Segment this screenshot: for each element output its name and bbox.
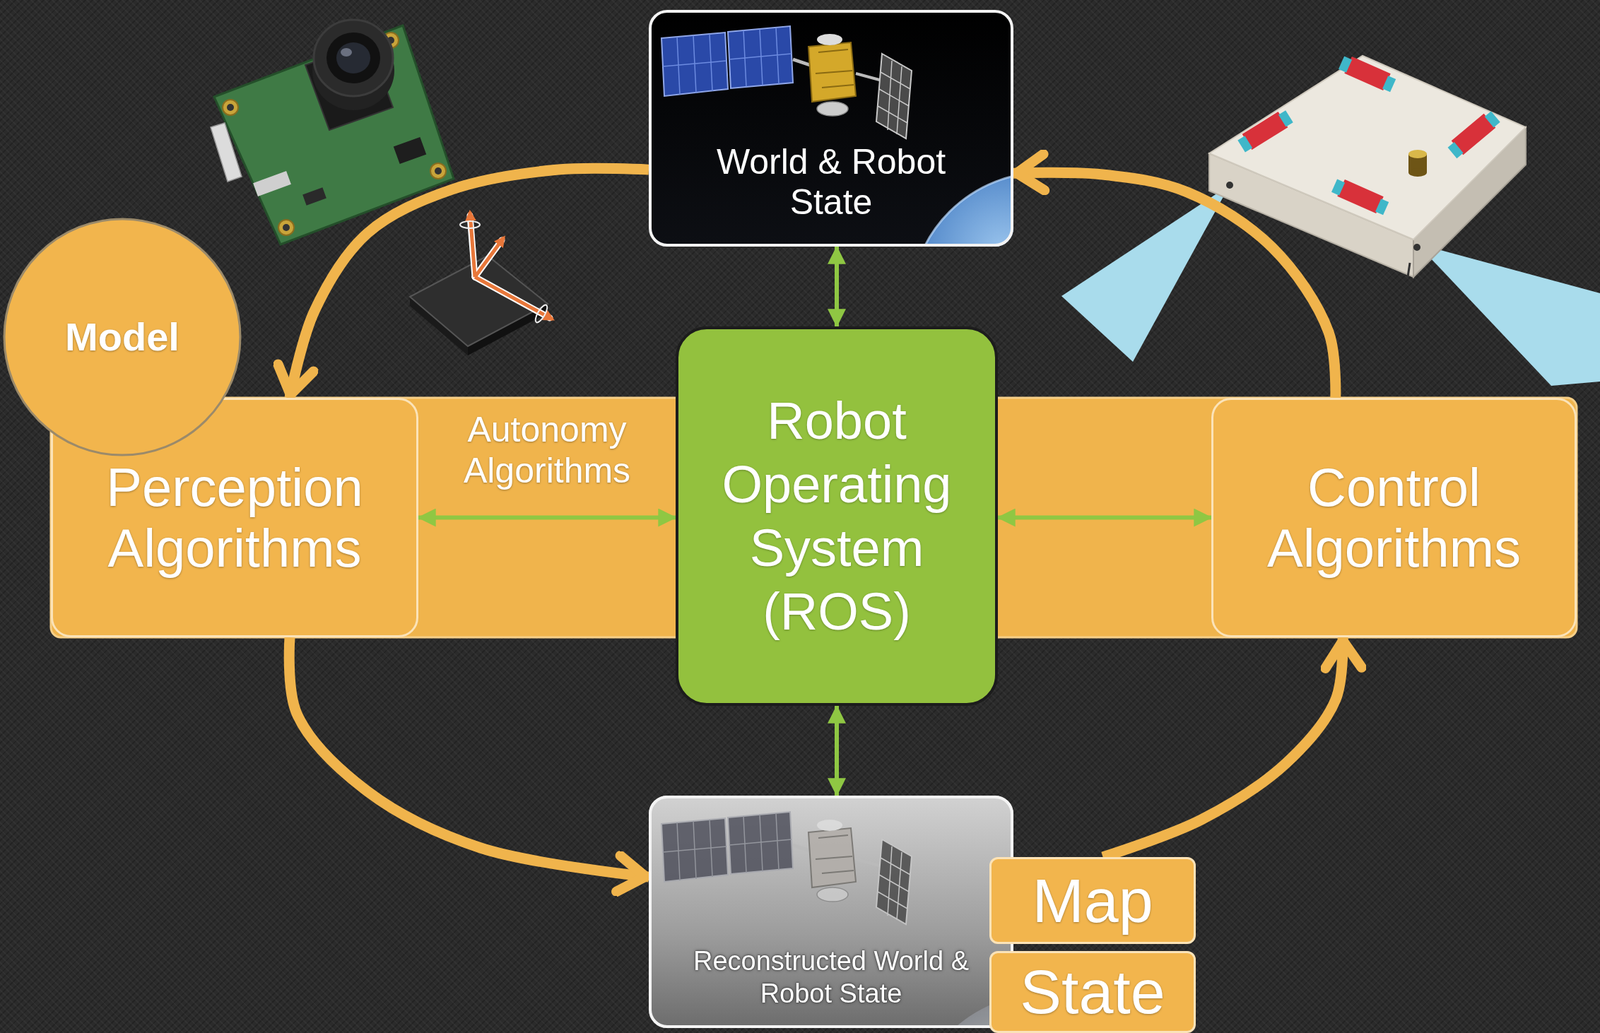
thruster-platform [1331, 179, 1345, 196]
imu-chip [474, 277, 553, 320]
flow-arrow [1103, 637, 1344, 858]
thruster-platform [1330, 176, 1391, 217]
camera-board [340, 48, 352, 57]
thruster-platform [1226, 181, 1234, 189]
imu-chip [469, 215, 550, 319]
camera-board [430, 163, 446, 179]
node-label: Model [2, 314, 243, 360]
thruster-platform [1407, 262, 1410, 278]
imu-chip [533, 303, 550, 324]
node-label: Reconstructed World & Robot State [689, 944, 973, 1010]
thruster-platform [1278, 110, 1294, 127]
thruster-platform [1209, 55, 1526, 240]
ros-link-arrow [997, 515, 1212, 521]
flow-arrow [289, 168, 649, 398]
world-state-picture [648, 9, 1014, 247]
thruster-platform [1237, 135, 1253, 152]
thruster-platform [1338, 56, 1352, 73]
middleware-box: Robot Operating System (ROS) [675, 326, 998, 707]
camera-board [226, 103, 234, 111]
imu-chip [460, 221, 480, 229]
thruster-platform [1382, 75, 1396, 92]
thruster-platform [1408, 149, 1427, 159]
thruster-platform [1337, 53, 1398, 94]
thruster-platform [1209, 53, 1526, 278]
thruster-platform [1408, 168, 1427, 177]
ros-link-arrow [834, 246, 839, 327]
imu-chip [474, 237, 504, 278]
imu-chip [469, 212, 553, 320]
camera-board [434, 167, 442, 175]
camera-board [282, 224, 290, 232]
node-label: Control Algorithms [1227, 457, 1561, 579]
camera-board [210, 19, 454, 245]
model-circle: Model [2, 216, 243, 458]
camera-board [210, 122, 242, 182]
camera-board [313, 19, 393, 97]
camera-board [326, 32, 381, 84]
camera-board [336, 42, 371, 74]
node-label: Map [998, 867, 1187, 935]
camera-board [214, 25, 454, 245]
world-state-picture [661, 26, 912, 139]
tag-box: State [989, 951, 1196, 1033]
thruster-platform [1484, 110, 1501, 128]
algorithm-box: Control Algorithms [1211, 397, 1577, 638]
thruster-platform [1375, 198, 1389, 215]
camera-board [393, 137, 427, 164]
camera-board [253, 171, 292, 197]
camera-board [278, 219, 294, 236]
flow-arrow [289, 637, 649, 878]
node-label: State [998, 958, 1187, 1027]
tag-box: Map [989, 857, 1196, 945]
world-state-picture [910, 172, 1014, 247]
world-state-picture [910, 172, 1014, 247]
ros-link-arrow [418, 515, 676, 521]
reconstructed-state-picture [661, 812, 912, 925]
camera-board [302, 187, 327, 205]
reconstructed-state-picture [648, 795, 1014, 1029]
thruster-platform [1445, 108, 1502, 160]
camera-board [222, 99, 239, 116]
thruster-platform [1337, 179, 1384, 214]
state-panel: World & Robot State [648, 9, 1014, 247]
reconstructed-state-picture [648, 795, 1014, 1029]
node-label: Robot Operating System (ROS) [691, 389, 983, 644]
node-label: Autonomy Algorithms [425, 409, 669, 492]
thruster-platform [1448, 142, 1464, 159]
reconstructed-state-picture [661, 812, 1014, 1029]
thruster-platform [1413, 243, 1421, 251]
thruster-cone [1061, 185, 1230, 362]
ros-link-arrow [834, 706, 839, 796]
node-label: Perception Algorithms [67, 457, 403, 579]
thruster-platform [1236, 108, 1294, 154]
thruster-cone [1416, 243, 1600, 386]
node-label: World & Robot State [691, 142, 972, 223]
thruster-platform [1344, 56, 1391, 91]
imu-chip [409, 212, 553, 356]
state-panel: Reconstructed World & Robot State [648, 795, 1014, 1029]
flow-arrow [1013, 172, 1336, 398]
connector-group [289, 168, 1343, 878]
